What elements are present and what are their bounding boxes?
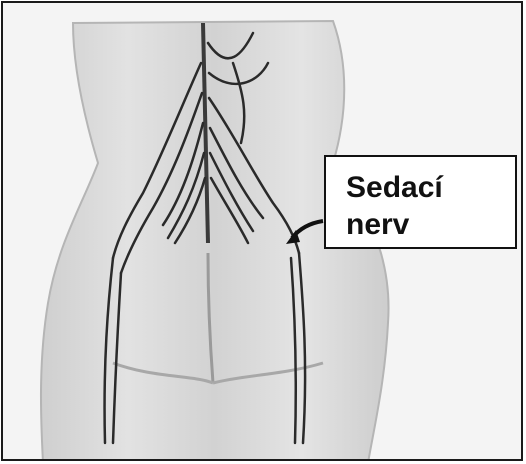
callout-label-text: Sedací nerv	[346, 169, 443, 243]
callout-label-box: Sedací nerv	[324, 155, 517, 249]
